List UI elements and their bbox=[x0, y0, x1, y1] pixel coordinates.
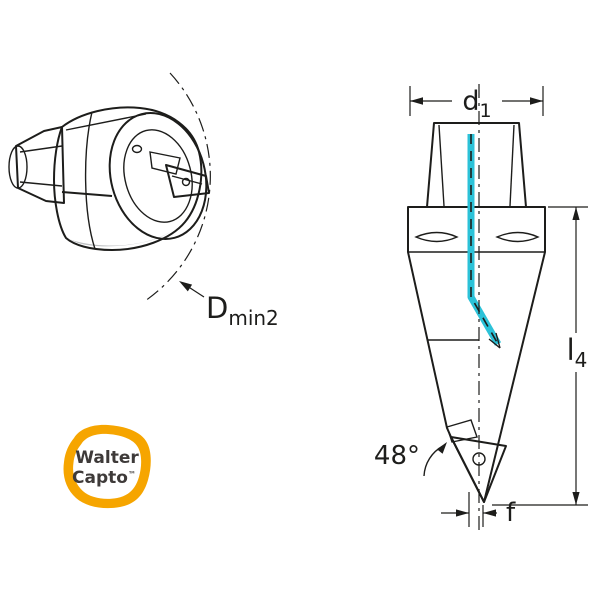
logo-text-line1: Walter bbox=[75, 448, 139, 468]
neck-chamfer-left bbox=[438, 124, 445, 207]
l4-label: l4 bbox=[567, 333, 588, 372]
coolant-arrow-left bbox=[488, 338, 501, 349]
front-view bbox=[407, 84, 546, 532]
logo-inner-blob bbox=[73, 433, 142, 499]
dimension-d1: d1 bbox=[409, 86, 544, 122]
cutting-insert-3d bbox=[165, 164, 210, 198]
dmin2-label: Dmin2 bbox=[206, 291, 279, 330]
dimension-f: f bbox=[441, 492, 516, 528]
dimension-l4: l4 bbox=[492, 206, 588, 506]
head-groove bbox=[61, 191, 113, 197]
head-seam-line bbox=[84, 111, 96, 250]
coupling-facet-bottom bbox=[19, 181, 63, 187]
coupling-end-face bbox=[8, 145, 28, 189]
l4-arrow-top bbox=[572, 207, 580, 220]
insert-screw-3d bbox=[181, 177, 191, 187]
coupling-facet-top bbox=[19, 145, 63, 153]
insert-clamp-3d bbox=[149, 151, 181, 175]
head-front-face bbox=[108, 111, 208, 241]
angle-arrowhead bbox=[436, 442, 447, 454]
head-bottom-shading bbox=[66, 232, 170, 247]
d1-label: d1 bbox=[462, 86, 491, 122]
walter-capto-logo: Walter Capto™ bbox=[63, 424, 151, 509]
coolant-outlet-dot bbox=[131, 144, 143, 154]
logo-text-line2: Capto™ bbox=[72, 468, 136, 488]
coolant-channel-hidden-line bbox=[470, 134, 499, 345]
head-front-face-inner bbox=[123, 129, 193, 223]
dmin2-arrowhead bbox=[179, 281, 193, 292]
f-arrow-left bbox=[456, 509, 469, 517]
l4-arrow-bottom bbox=[572, 492, 580, 505]
angle-annotation: 48° bbox=[374, 441, 447, 477]
head-barrel bbox=[53, 106, 203, 251]
capto-coupling bbox=[15, 126, 65, 204]
flange-slot-left bbox=[414, 231, 459, 243]
insert-edge-line-3d bbox=[171, 175, 203, 185]
angle-label: 48° bbox=[374, 441, 420, 471]
f-label: f bbox=[506, 498, 516, 528]
d1-arrow-right bbox=[530, 97, 543, 105]
flange-slot-right bbox=[495, 231, 540, 243]
f-arrow-right bbox=[483, 509, 496, 517]
d1-arrow-left bbox=[410, 97, 423, 105]
neck-chamfer-right bbox=[509, 124, 515, 207]
tool-head-3d-view: Dmin2 bbox=[8, 72, 279, 330]
coolant-channel bbox=[467, 134, 502, 346]
coolant-arrow-right bbox=[495, 332, 501, 349]
